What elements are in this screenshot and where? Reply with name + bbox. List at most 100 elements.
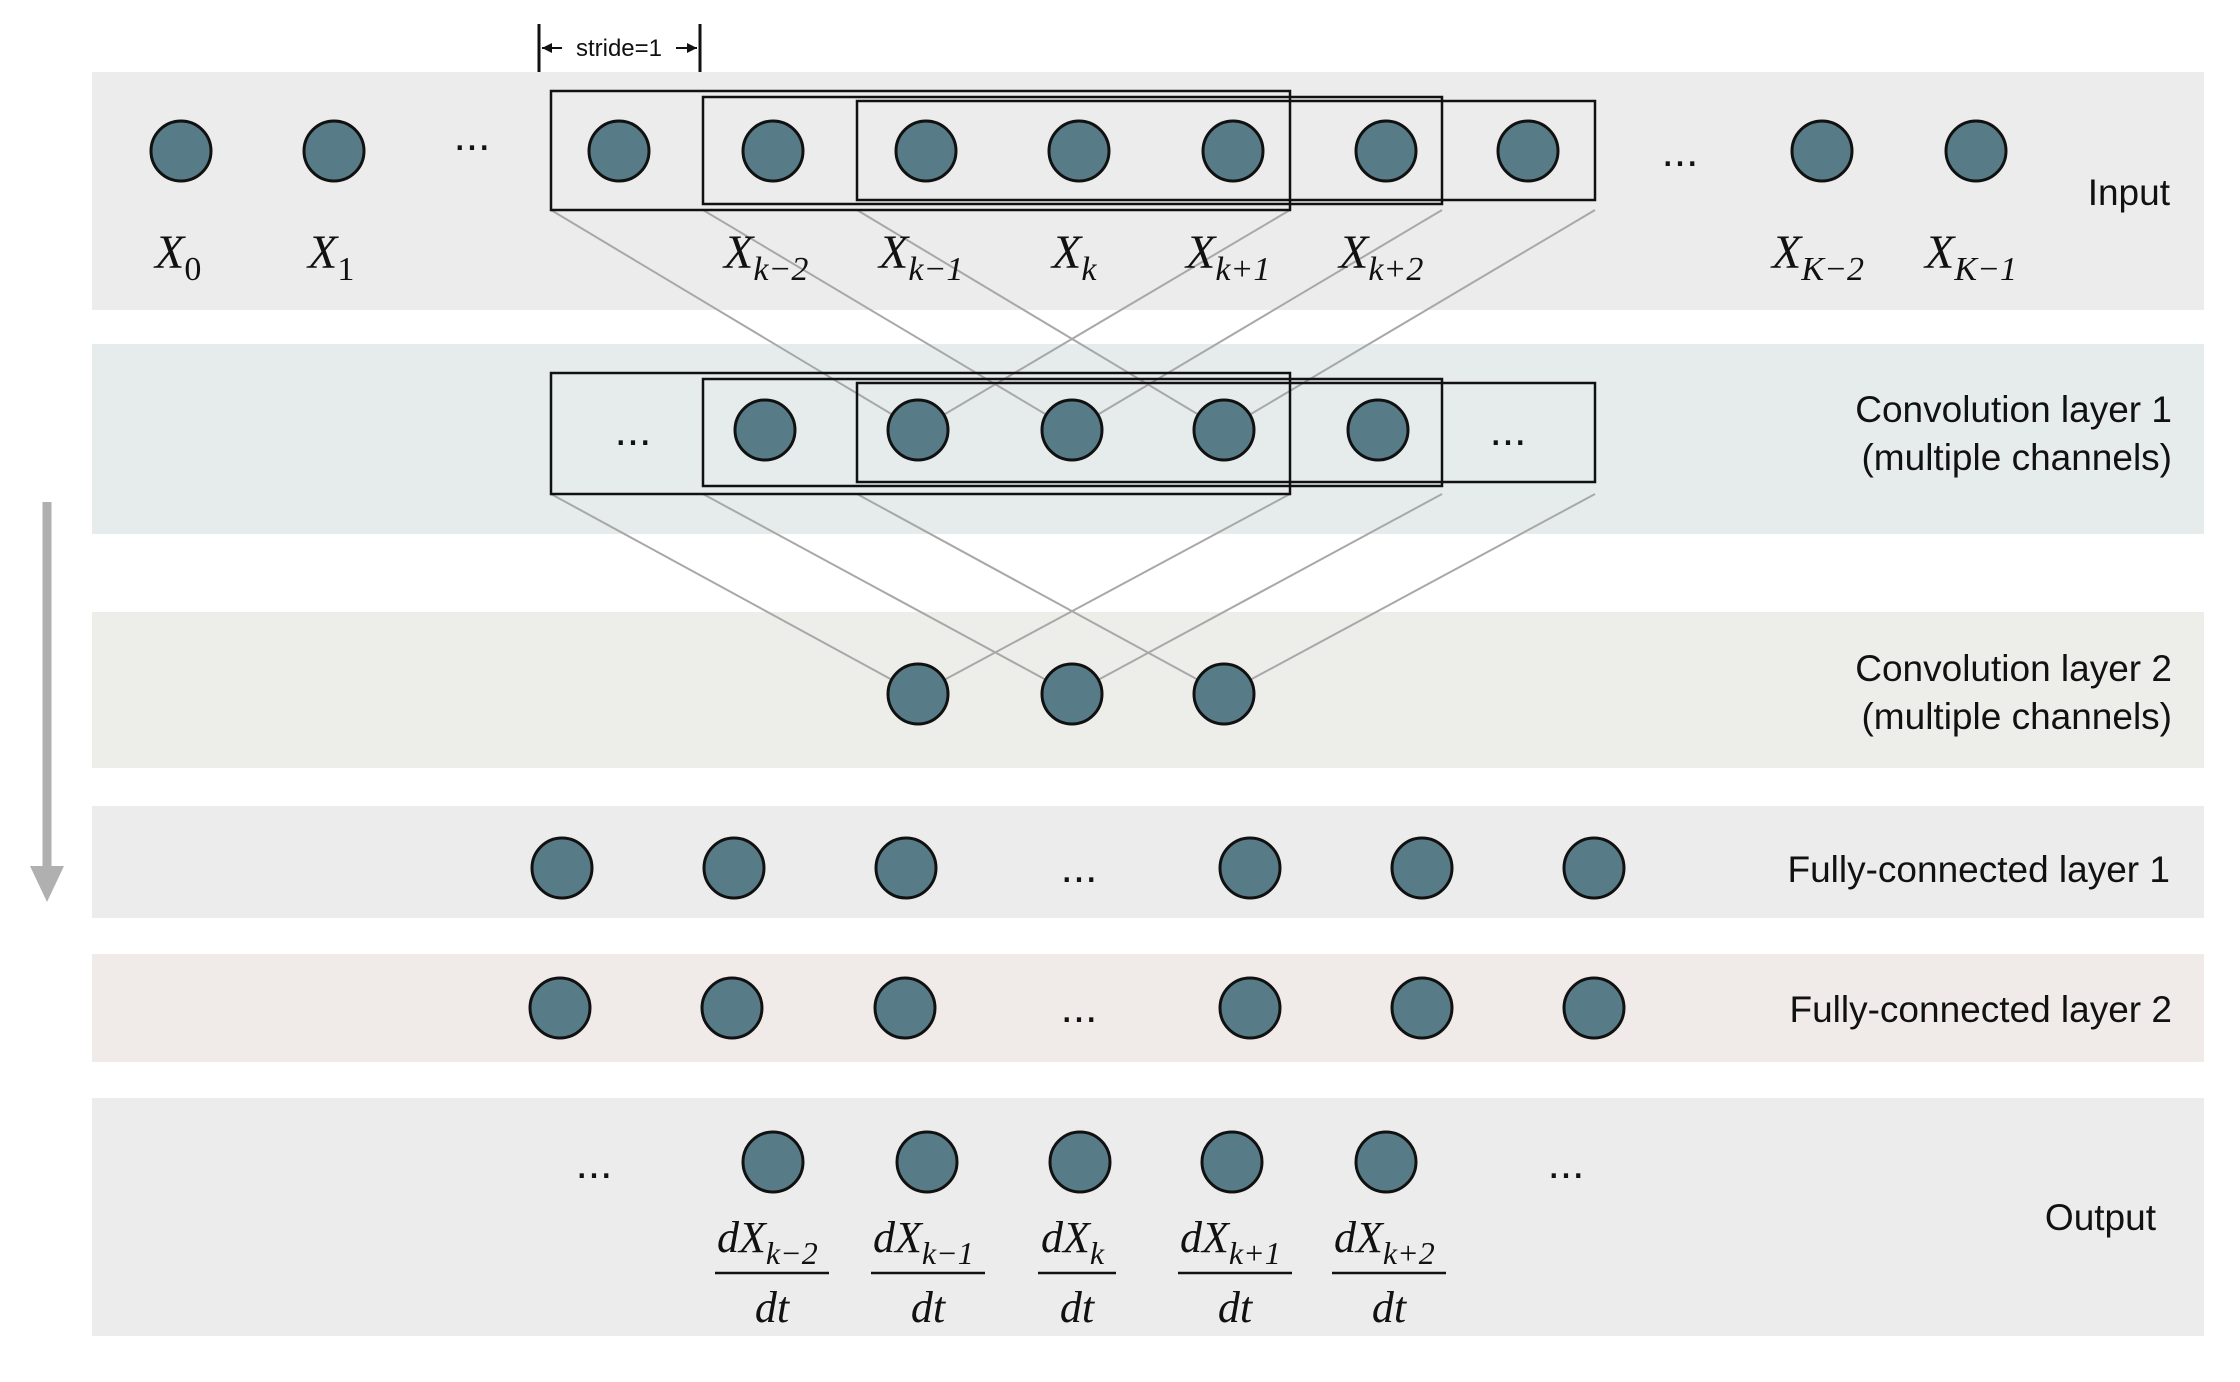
label-x0: X0 bbox=[153, 226, 201, 288]
svg-text:dt: dt bbox=[1060, 1283, 1096, 1332]
input-kernel-windows bbox=[549, 89, 1597, 212]
label-xk-minus-2: Xk−2 bbox=[722, 226, 808, 288]
conv2-node bbox=[1192, 662, 1256, 726]
input-node bbox=[1790, 119, 1854, 183]
conv1-window-1 bbox=[549, 371, 1292, 496]
stride-label: stride=1 bbox=[576, 35, 662, 62]
label-x1: X1 bbox=[306, 226, 354, 288]
fc2-node bbox=[528, 976, 592, 1040]
input-window-3 bbox=[855, 99, 1597, 202]
fc1-node bbox=[1218, 836, 1282, 900]
band-label-output: Output bbox=[2045, 1197, 2157, 1238]
label-dxk-plus-2-dt: dXk+2 dt bbox=[1332, 1213, 1446, 1332]
label-xk: Xk bbox=[1050, 226, 1097, 288]
input-node bbox=[894, 119, 958, 183]
output-node bbox=[1354, 1130, 1418, 1194]
band-label-conv1-line2: (multiple channels) bbox=[1861, 437, 2172, 478]
fc1-node bbox=[1390, 836, 1454, 900]
conv1-kernel-windows bbox=[549, 371, 1597, 496]
svg-text:dXk+1: dXk+1 bbox=[1180, 1213, 1281, 1271]
fc1-ellipsis: ... bbox=[1061, 843, 1098, 892]
input-node bbox=[1944, 119, 2008, 183]
input-node bbox=[1201, 119, 1265, 183]
label-xK-minus-1: XK−1 bbox=[1923, 226, 2017, 288]
fc2-node bbox=[700, 976, 764, 1040]
conv1-node bbox=[1192, 398, 1256, 462]
connectors-conv1-to-conv2 bbox=[550, 493, 1596, 695]
label-xk-plus-1: Xk+1 bbox=[1184, 226, 1270, 288]
label-xK-minus-2: XK−2 bbox=[1770, 226, 1864, 288]
output-ellipsis-right: ... bbox=[1548, 1139, 1585, 1188]
output-nodes bbox=[741, 1130, 1418, 1194]
svg-text:dt: dt bbox=[1372, 1283, 1408, 1332]
label-xk-plus-2: Xk+2 bbox=[1337, 226, 1423, 288]
output-node bbox=[1048, 1130, 1112, 1194]
conv2-node bbox=[886, 662, 950, 726]
label-dxk-minus-1-dt: dXk−1 dt bbox=[871, 1213, 985, 1332]
label-dxk-plus-1-dt: dXk+1 dt bbox=[1178, 1213, 1292, 1332]
label-dxk-minus-2-dt: dXk−2 dt bbox=[715, 1213, 829, 1332]
conv1-nodes bbox=[733, 398, 1410, 462]
fc2-node bbox=[873, 976, 937, 1040]
label-dxk-dt: dXk dt bbox=[1038, 1213, 1116, 1332]
input-node bbox=[1354, 119, 1418, 183]
conv1-ellipsis-left: ... bbox=[615, 406, 652, 455]
input-window-2 bbox=[701, 95, 1444, 206]
stride-indicator: stride=1 bbox=[537, 24, 702, 72]
band-label-input: Input bbox=[2088, 172, 2171, 213]
input-ellipsis-right: ... bbox=[1662, 127, 1699, 176]
fc2-ellipsis: ... bbox=[1061, 983, 1098, 1032]
fc2-node bbox=[1390, 976, 1454, 1040]
svg-text:dt: dt bbox=[1218, 1283, 1254, 1332]
fc1-nodes bbox=[530, 836, 1626, 900]
svg-text:dXk−1: dXk−1 bbox=[873, 1213, 974, 1271]
band-label-fc2: Fully-connected layer 2 bbox=[1789, 989, 2172, 1030]
conv1-node bbox=[1040, 398, 1104, 462]
input-ellipsis-left: ... bbox=[454, 111, 491, 160]
output-labels: dXk−2 dt dXk−1 dt dXk dt dXk+1 dt dXk+2 … bbox=[715, 1213, 1446, 1332]
band-conv2 bbox=[92, 612, 2204, 768]
fc2-node bbox=[1218, 976, 1282, 1040]
connectors-input-to-conv1 bbox=[550, 209, 1596, 431]
flow-arrow bbox=[30, 502, 64, 902]
output-node bbox=[741, 1130, 805, 1194]
conv1-node bbox=[886, 398, 950, 462]
band-fc2 bbox=[92, 954, 2204, 1062]
fc2-nodes bbox=[528, 976, 1626, 1040]
band-label-conv2-line1: Convolution layer 2 bbox=[1855, 648, 2172, 689]
label-xk-minus-1: Xk−1 bbox=[877, 226, 963, 288]
band-label-conv2-line2: (multiple channels) bbox=[1861, 696, 2172, 737]
band-label-conv1-line1: Convolution layer 1 bbox=[1855, 389, 2172, 430]
output-node bbox=[1200, 1130, 1264, 1194]
fc1-node bbox=[702, 836, 766, 900]
input-node bbox=[1047, 119, 1111, 183]
conv2-node bbox=[1040, 662, 1104, 726]
svg-text:dXk: dXk bbox=[1041, 1213, 1105, 1271]
conv1-window-3 bbox=[855, 381, 1597, 484]
svg-text:dt: dt bbox=[911, 1283, 947, 1332]
conv2-nodes bbox=[886, 662, 1256, 726]
output-node bbox=[895, 1130, 959, 1194]
band-output bbox=[92, 1098, 2204, 1336]
band-label-fc1: Fully-connected layer 1 bbox=[1787, 849, 2170, 890]
input-node bbox=[149, 119, 213, 183]
input-node bbox=[741, 119, 805, 183]
conv1-node bbox=[733, 398, 797, 462]
svg-text:dXk−2: dXk−2 bbox=[717, 1213, 818, 1271]
input-node bbox=[302, 119, 366, 183]
conv1-window-2 bbox=[701, 377, 1444, 488]
svg-text:dXk+2: dXk+2 bbox=[1334, 1213, 1435, 1271]
band-conv1 bbox=[92, 344, 2204, 534]
fc1-node bbox=[530, 836, 594, 900]
input-labels: X0 X1 Xk−2 Xk−1 Xk Xk+1 Xk+2 XK−2 XK−1 bbox=[153, 226, 2017, 288]
output-ellipsis-left: ... bbox=[576, 1139, 613, 1188]
band-fc1 bbox=[92, 806, 2204, 918]
fc1-node bbox=[874, 836, 938, 900]
conv1-ellipsis-right: ... bbox=[1490, 406, 1527, 455]
input-window-1 bbox=[549, 89, 1292, 212]
fc1-node bbox=[1562, 836, 1626, 900]
input-node bbox=[1496, 119, 1560, 183]
input-nodes bbox=[149, 119, 2008, 183]
fc2-node bbox=[1562, 976, 1626, 1040]
